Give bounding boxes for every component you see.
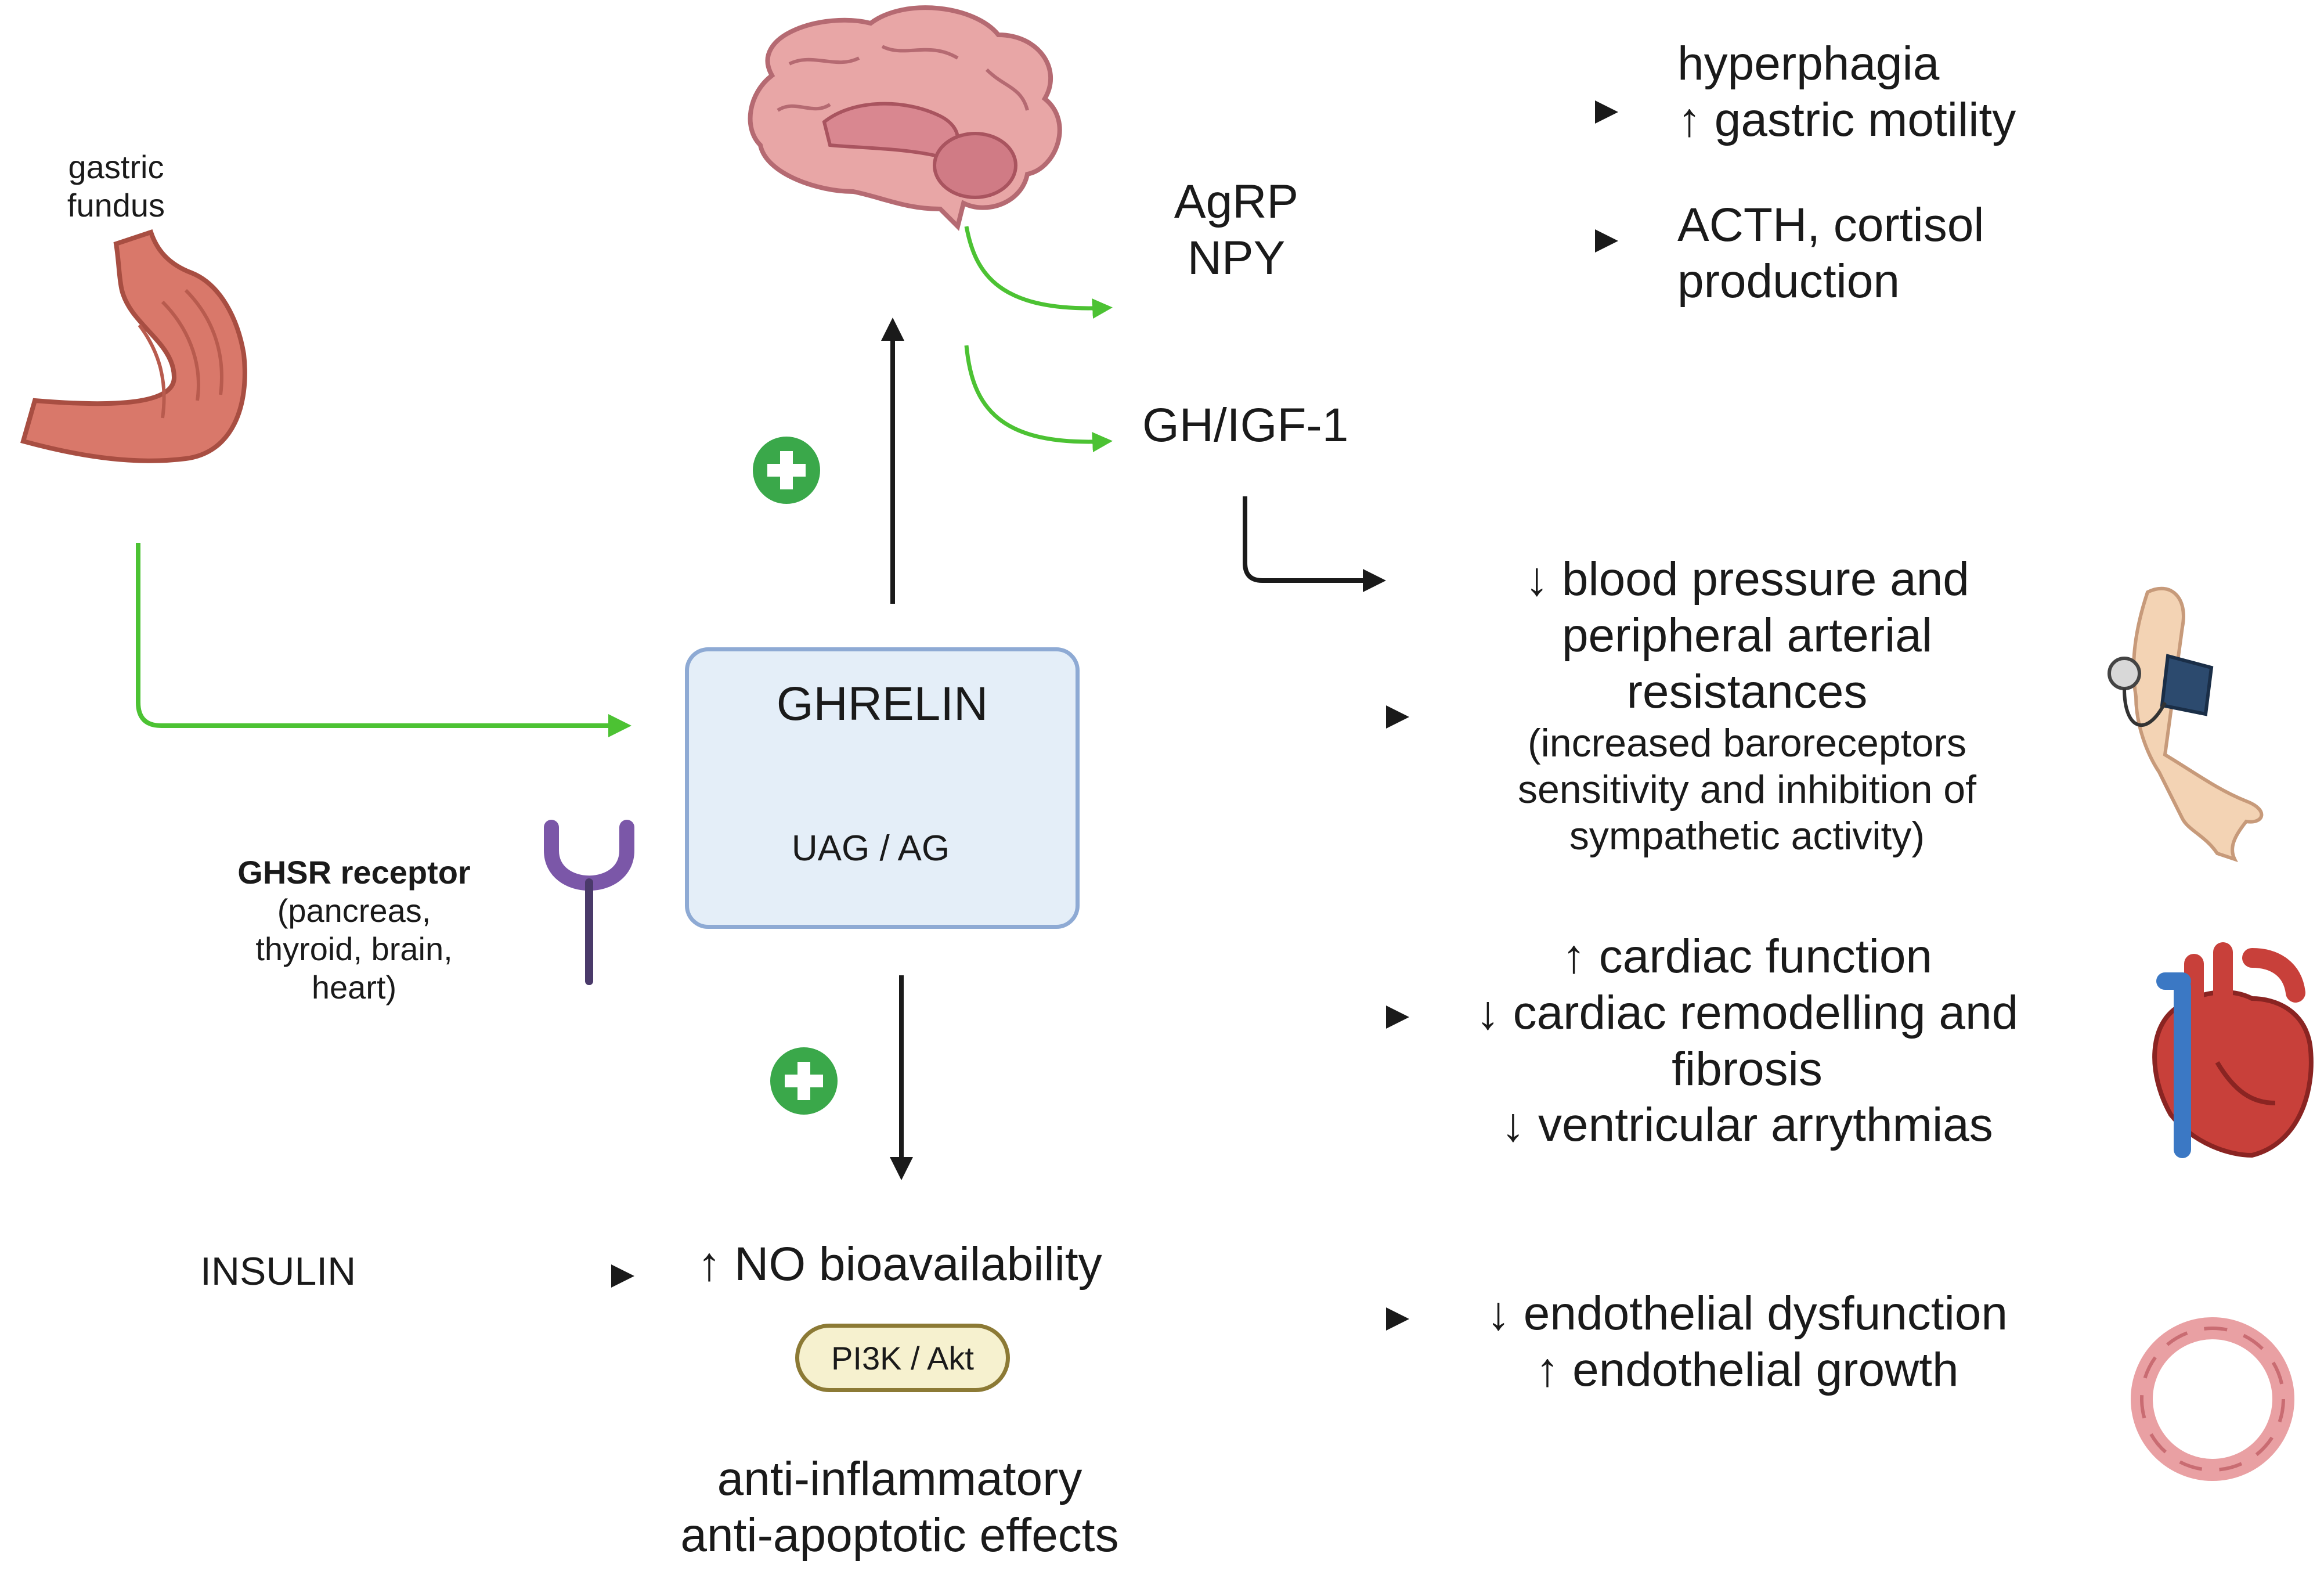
insulin-label: INSULIN (200, 1249, 356, 1293)
brain-to-agrp-arrow (964, 226, 1113, 319)
neuropeptides-label: AgRP NPY (1174, 175, 1299, 284)
blood-pressure-note: (increased baroreceptors sensitivity and… (1517, 721, 1976, 859)
gh-to-blood-pressure-arrow (1243, 496, 1386, 592)
blood-pressure-effects: ↓ blood pressure and peripheral arterial… (1525, 553, 1969, 718)
acth-effects: ACTH, cortisol production (1677, 199, 1984, 308)
feeding-effects: hyperphagia ↑ gastric motility (1677, 37, 2016, 146)
blood-vessel-icon (2131, 1317, 2294, 1481)
ghrelin-title: GHRELIN (776, 677, 988, 730)
receptor-icon (544, 820, 634, 985)
brain-to-gh-arrow (964, 345, 1113, 452)
stomach-label: gastric fundus (67, 149, 165, 224)
ghrelin-forms: UAG / AG (791, 828, 950, 868)
no-bioavailability-label: ↑ NO bioavailability (697, 1238, 1102, 1291)
stomach-to-ghrelin-arrow (136, 543, 631, 737)
pi3k-akt-badge: PI3K / Akt (795, 1324, 1010, 1392)
ghrelin-box (685, 647, 1080, 929)
plus-icon (770, 1047, 838, 1115)
plus-icon (753, 437, 820, 504)
gh-igf1-label: GH/IGF-1 (1142, 399, 1349, 452)
anti-effects-label: anti-inflammatory anti-apoptotic effects (680, 1453, 1119, 1562)
brain-icon (748, 5, 1062, 231)
heart-icon (2152, 942, 2314, 1158)
stomach-icon (20, 229, 247, 463)
cardiac-effects: ↑ cardiac function ↓ cardiac remodelling… (1475, 930, 2019, 1152)
endothelial-effects: ↓ endothelial dysfunction ↑ endothelial … (1486, 1287, 2008, 1396)
receptor-label: GHSR receptor (pancreas, thyroid, brain,… (237, 854, 471, 1006)
arm-blood-pressure-cuff-icon (2108, 586, 2264, 863)
